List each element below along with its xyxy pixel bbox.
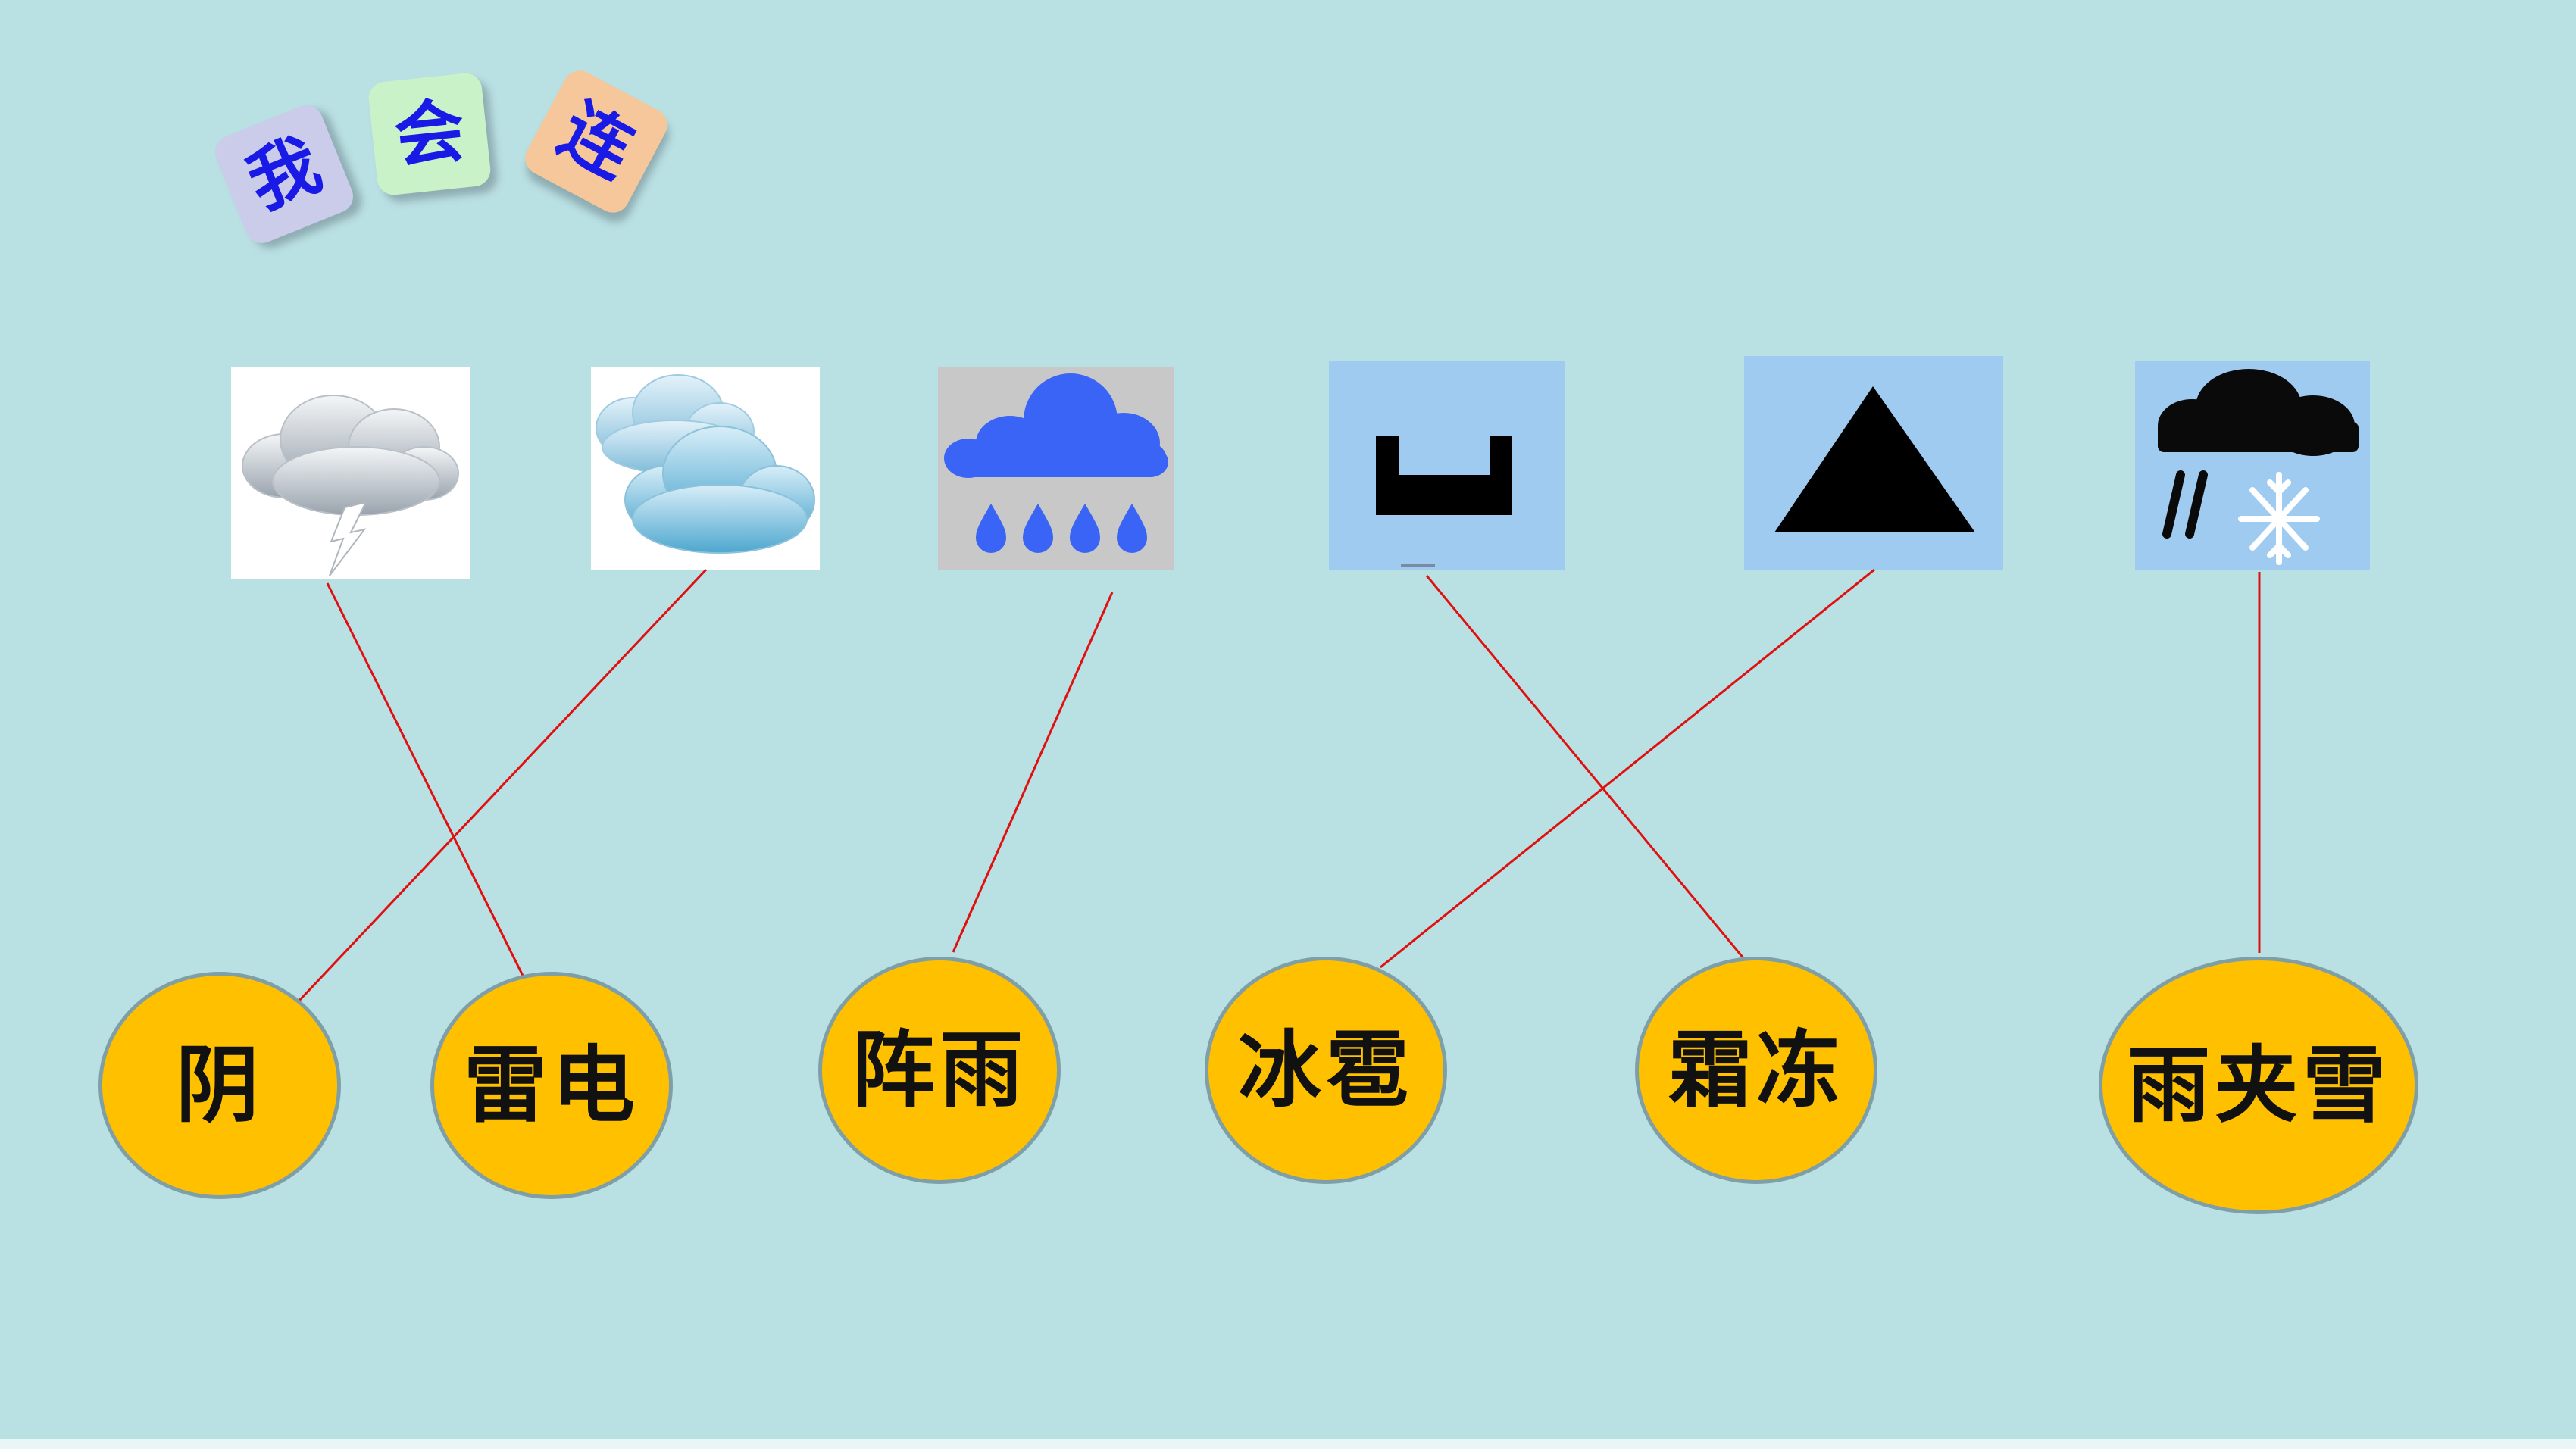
hail-symbol-graphic [1376, 436, 1512, 567]
answer-bubble-4-label: 冰雹 [1238, 1021, 1414, 1119]
bottom-strip [0, 1439, 2576, 1449]
connection-line-4 [1425, 575, 1746, 960]
title-tile-2: 会 [367, 71, 492, 197]
answer-bubble-4[interactable]: 冰雹 [1205, 957, 1447, 1184]
connection-line-3 [952, 592, 1114, 953]
title-tile-1-text: 我 [236, 123, 332, 225]
shower-rain-graphic [944, 373, 1168, 553]
overcast-clouds-graphic [596, 374, 815, 554]
sleet-graphic [2158, 369, 2359, 565]
answer-bubble-1[interactable]: 阴 [98, 972, 341, 1199]
thunder-cloud-graphic [242, 395, 459, 576]
thunder-cloud-icon[interactable] [231, 367, 470, 579]
connection-line-5 [1380, 568, 1875, 969]
title-tile-3: 连 [519, 64, 674, 219]
hail-symbol-icon[interactable] [1329, 361, 1565, 570]
frost-triangle-graphic [1774, 386, 1975, 532]
answer-bubble-6[interactable]: 雨夹雪 [2099, 957, 2418, 1214]
overcast-clouds-icon[interactable] [591, 367, 820, 570]
answer-bubble-5[interactable]: 霜冻 [1635, 957, 1877, 1184]
answer-bubble-6-label: 雨夹雪 [2127, 1036, 2390, 1134]
title-tile-1: 我 [210, 100, 358, 248]
answer-bubble-3-label: 阵雨 [852, 1021, 1027, 1119]
title-tile-2-text: 会 [390, 89, 469, 178]
connection-line-2 [297, 568, 708, 1003]
title-tile-3-text: 连 [546, 89, 646, 194]
sleet-icon[interactable] [2135, 361, 2370, 570]
answer-bubble-3[interactable]: 阵雨 [818, 957, 1061, 1184]
answer-bubble-2[interactable]: 雷电 [430, 972, 673, 1199]
shower-rain-icon[interactable] [938, 367, 1174, 570]
frost-triangle-icon[interactable] [1744, 356, 2003, 570]
answer-bubble-5-label: 霜冻 [1668, 1021, 1844, 1119]
answer-bubble-1-label: 阴 [176, 1036, 264, 1134]
connection-line-1 [326, 582, 528, 984]
answer-bubble-2-label: 雷电 [464, 1036, 639, 1134]
